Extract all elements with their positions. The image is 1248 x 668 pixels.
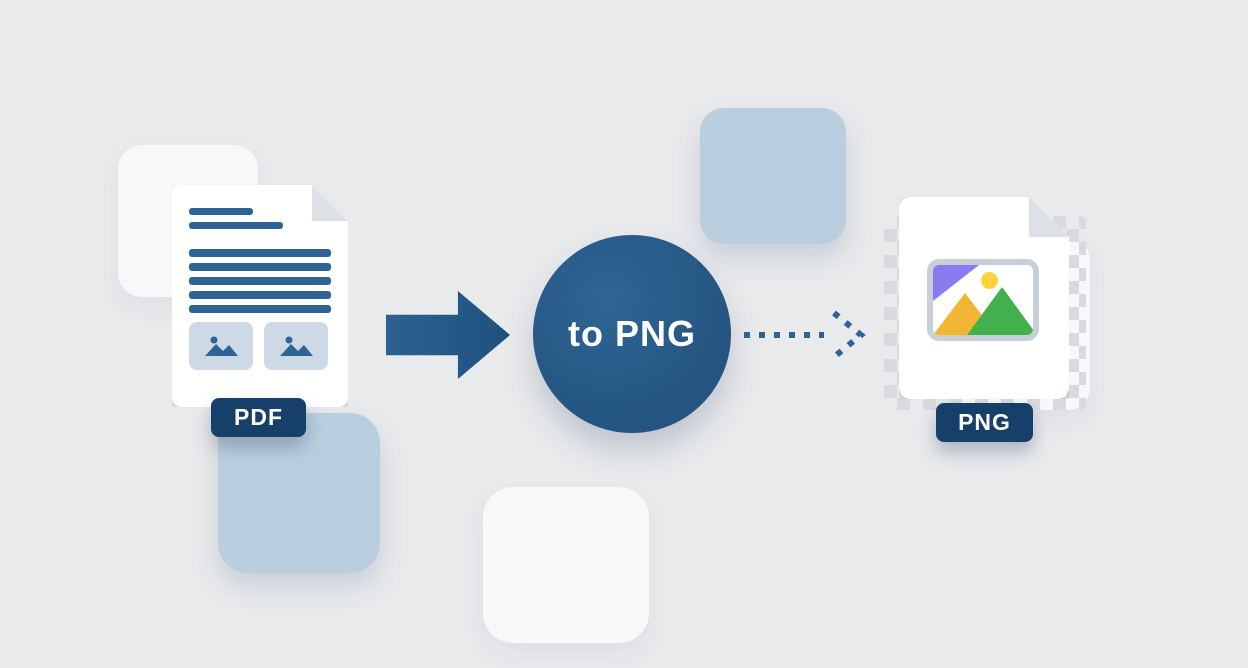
png-badge-label: PNG — [958, 409, 1011, 435]
document-text-line — [189, 305, 331, 313]
document-text-line — [189, 277, 331, 285]
conversion-circle-label: to PNG — [568, 313, 696, 354]
pdf-format-badge: PDF — [211, 398, 306, 437]
image-icon-purple-corner — [933, 265, 979, 301]
pdf-badge-label: PDF — [234, 404, 283, 430]
decor-square-blue-top-middle — [700, 108, 846, 244]
document-image-thumbnail — [189, 322, 253, 370]
mountain-photo-icon — [276, 332, 316, 360]
png-file-icon — [899, 197, 1069, 399]
document-text-line — [189, 249, 331, 257]
decor-square-blue-bottom-left — [218, 413, 380, 573]
document-text-line — [189, 263, 331, 271]
mountain-photo-icon — [201, 332, 241, 360]
dotted-right-arrow-icon — [744, 310, 866, 360]
png-format-badge: PNG — [936, 403, 1033, 442]
image-picture-icon — [927, 259, 1039, 341]
conversion-circle: to PNG — [533, 235, 731, 433]
pdf-document-icon — [172, 185, 348, 407]
image-icon-sun — [981, 272, 998, 289]
document-text-line — [189, 222, 283, 229]
document-image-thumbnail — [264, 322, 328, 370]
document-text-line — [189, 208, 253, 215]
page-fold-corner-icon — [312, 185, 348, 221]
decor-square-white-bottom-middle — [483, 487, 649, 643]
document-text-line — [189, 291, 331, 299]
right-arrow-icon — [386, 291, 510, 379]
